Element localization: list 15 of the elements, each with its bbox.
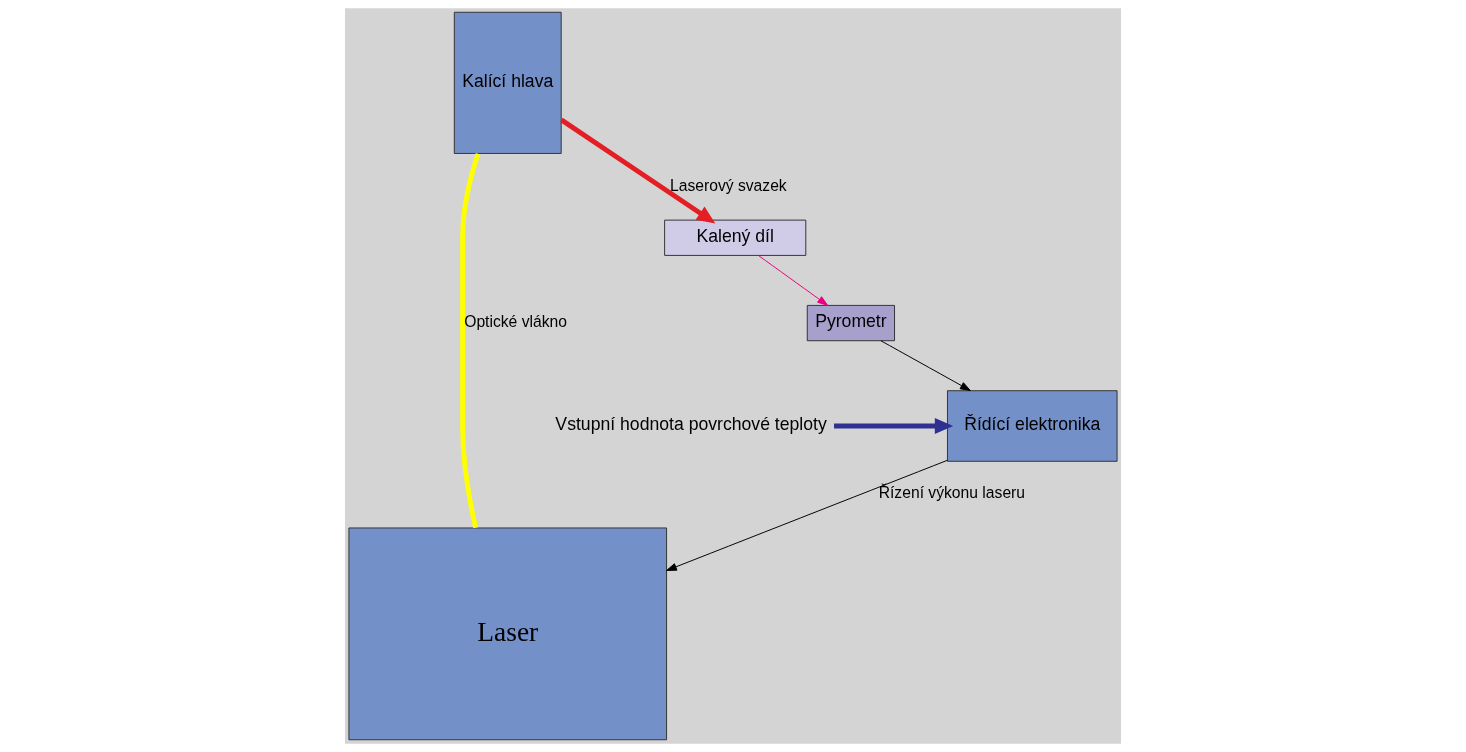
arrow xyxy=(880,340,971,391)
node-box: Řídící elektronika xyxy=(947,390,1118,462)
node-box: Pyrometr xyxy=(806,304,895,342)
node-box: Kalený díl xyxy=(664,219,807,256)
node-box: Kalící hlava xyxy=(453,11,562,154)
arrow xyxy=(758,255,828,306)
connector xyxy=(460,153,481,529)
edge-label: Řízení výkonu laseru xyxy=(878,484,1026,502)
arrow xyxy=(834,417,954,435)
arrow xyxy=(666,459,948,571)
arrow xyxy=(560,117,716,224)
node-text: Vstupní hodnota povrchové teploty xyxy=(555,414,827,435)
edge-label: Optické vlákno xyxy=(464,312,567,330)
edge-label: Laserový svazek xyxy=(669,176,787,194)
node-box: Laser xyxy=(348,527,668,741)
